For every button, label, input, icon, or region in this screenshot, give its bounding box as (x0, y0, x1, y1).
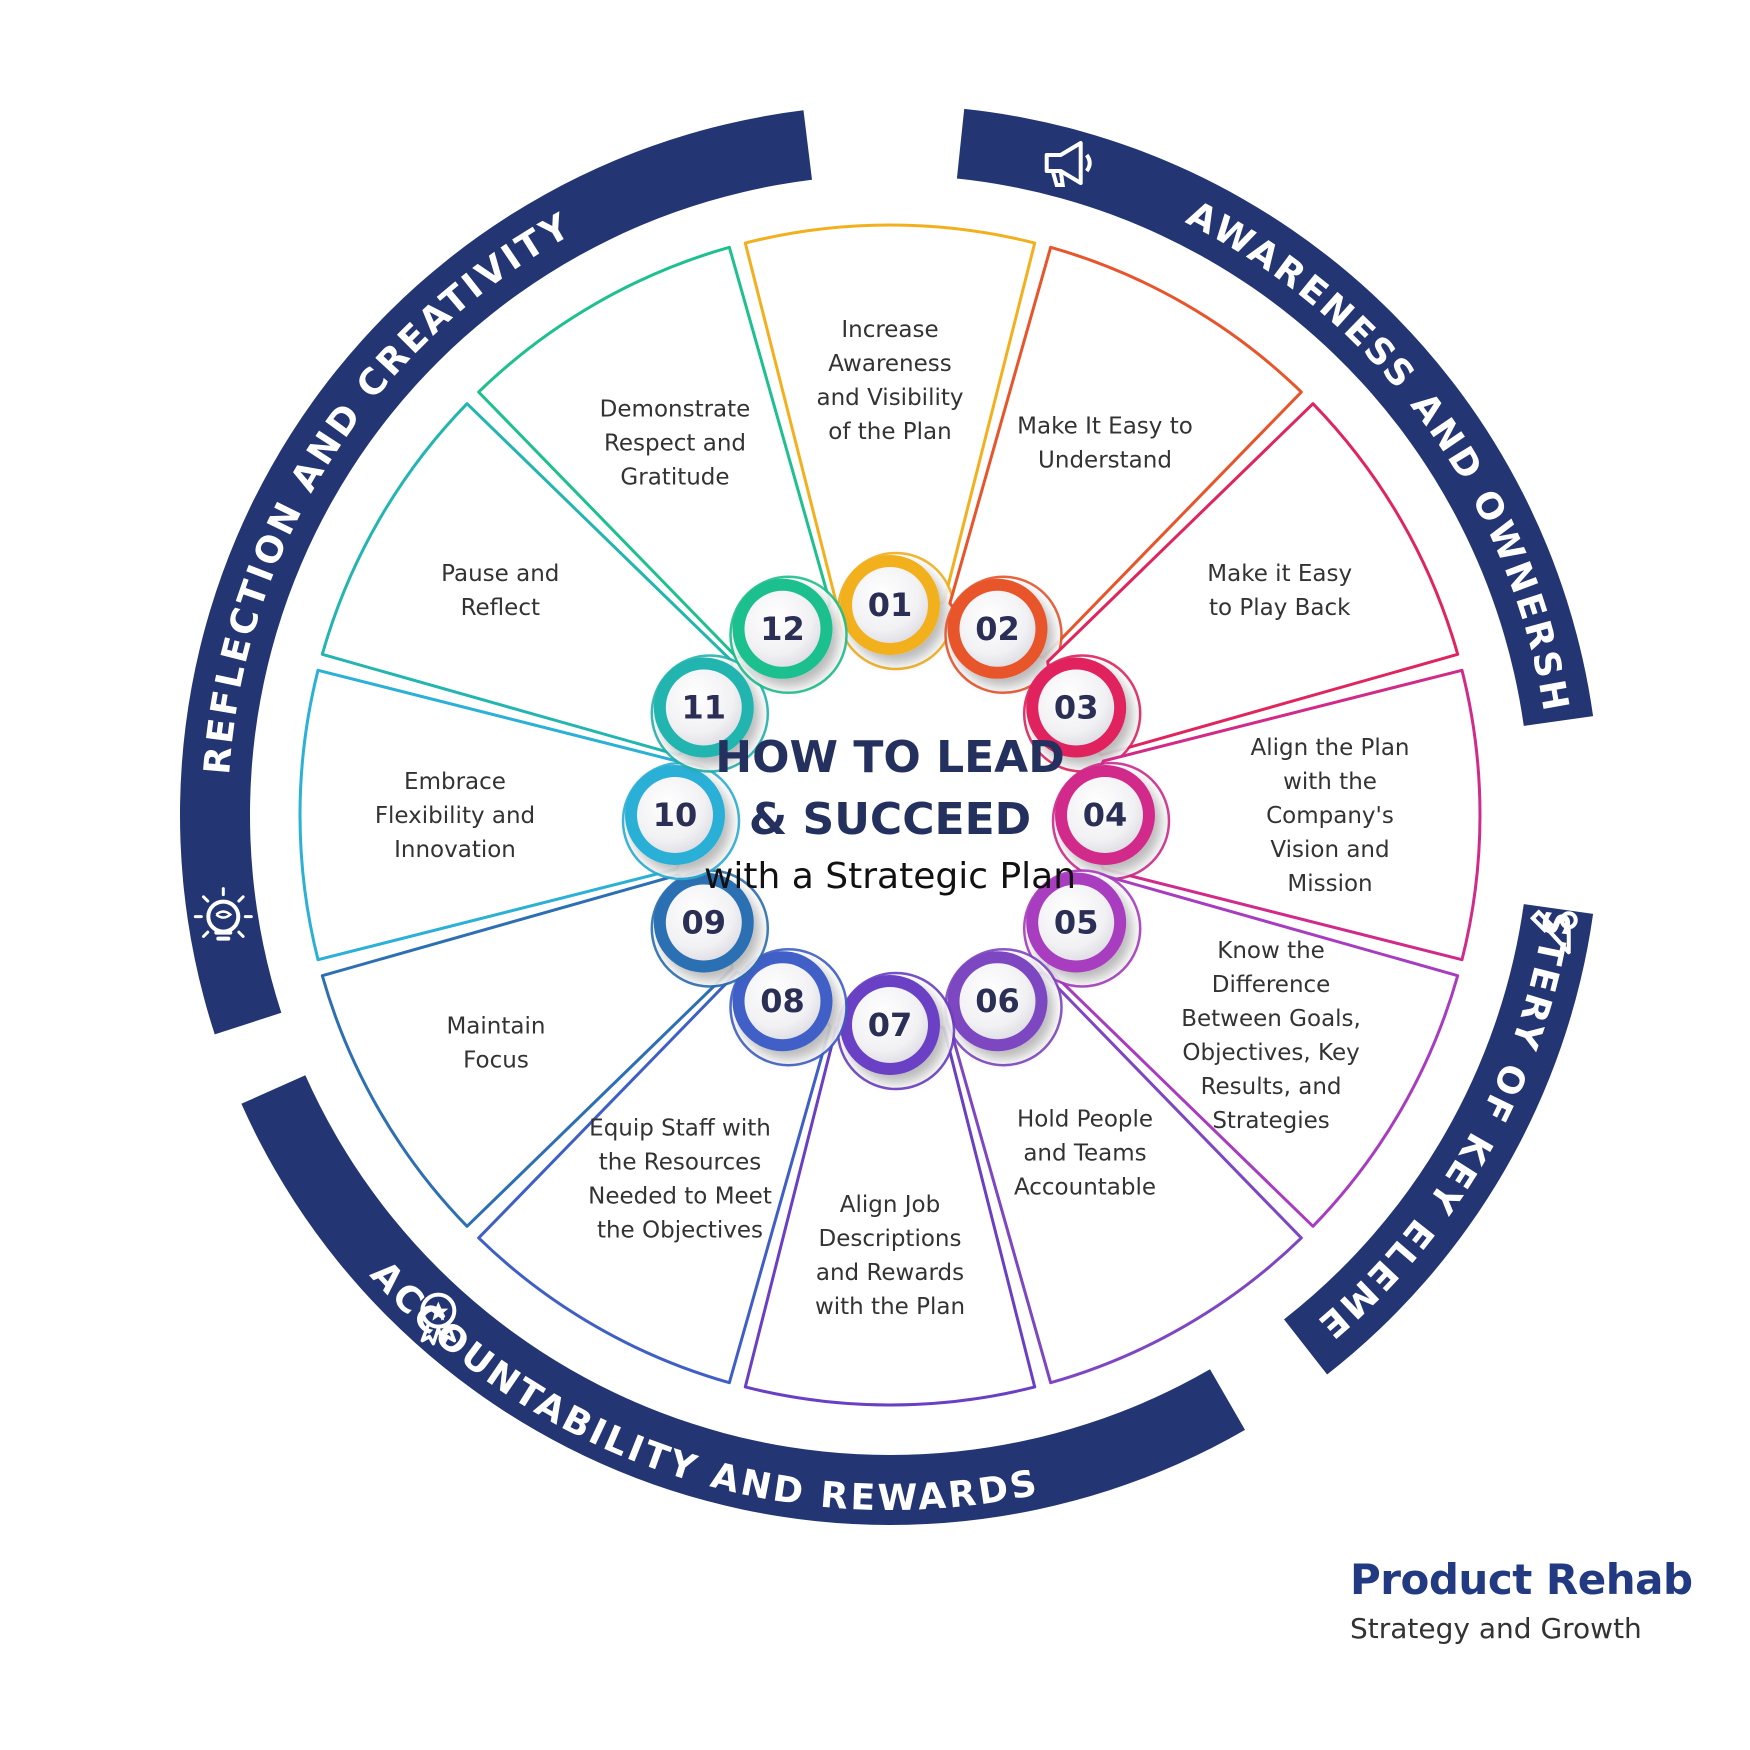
step-number-badge: 10 (621, 761, 741, 881)
step-number-badge: 06 (944, 947, 1063, 1067)
tools-icon (1529, 909, 1578, 955)
award-ribbon-icon (420, 1292, 457, 1346)
step-number: 04 (1083, 796, 1128, 834)
step-number-badge: 01 (836, 551, 956, 671)
step-number-badge: 11 (650, 654, 770, 773)
step-number-badge: 09 (650, 869, 770, 988)
ring-band (241, 1075, 1246, 1525)
step-number: 08 (760, 982, 805, 1020)
step-number: 06 (975, 982, 1020, 1020)
step-number-badge: 08 (729, 947, 848, 1067)
step-number: 12 (760, 610, 805, 648)
step-number: 02 (975, 610, 1020, 648)
step-number-badge: 04 (1051, 761, 1171, 881)
ring-band (956, 108, 1594, 726)
step-number: 09 (682, 904, 727, 942)
step-number: 10 (653, 796, 698, 834)
brand-tagline: Strategy and Growth (1350, 1612, 1642, 1645)
step-number-badge: 07 (836, 971, 956, 1091)
step-number-badge: 12 (729, 575, 848, 695)
step-number: 07 (868, 1006, 913, 1044)
brand-block: Product Rehab Strategy and Growth (1350, 1555, 1740, 1645)
step-number: 01 (868, 586, 913, 624)
center-subtitle: with a Strategic Plan (704, 856, 1076, 897)
center-title-line1: HOW TO LEAD (715, 732, 1065, 783)
step-number-badge: 02 (944, 575, 1063, 695)
center-title-line2: & SUCCEED (749, 794, 1031, 845)
ring-band (179, 110, 813, 1035)
step-number: 03 (1054, 689, 1099, 727)
center-title: HOW TO LEAD & SUCCEED with a Strategic P… (704, 732, 1076, 897)
brand-name: Product Rehab (1350, 1555, 1693, 1604)
ring-band (1284, 904, 1594, 1375)
step-number: 11 (682, 689, 727, 727)
lightbulb-brain-icon (193, 887, 253, 941)
megaphone-icon (1044, 141, 1092, 188)
step-number-badge: 05 (1022, 869, 1142, 988)
step-number: 05 (1054, 904, 1099, 942)
